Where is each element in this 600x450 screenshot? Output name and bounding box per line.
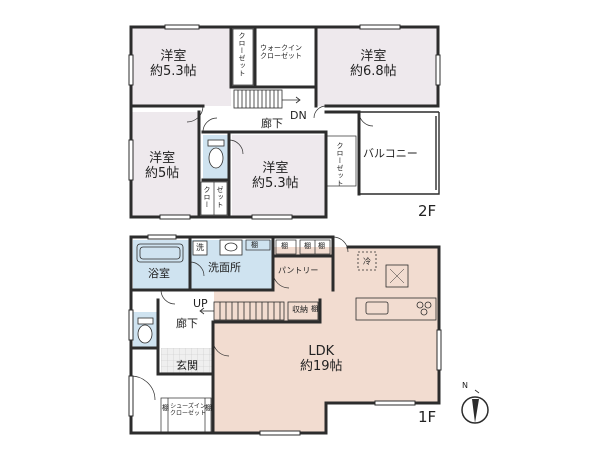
stair-up-label: UP bbox=[193, 297, 208, 310]
room-2f-ne-name: 洋室 bbox=[360, 49, 387, 64]
compass-icon bbox=[461, 389, 489, 424]
floor-2f bbox=[128, 24, 441, 220]
room-2f-c bbox=[232, 135, 326, 217]
room-2f-ne-size: 約6.8帖 bbox=[350, 63, 397, 79]
floor-2f-label: 2F bbox=[418, 202, 437, 220]
washer-label: 洗 bbox=[196, 243, 204, 252]
room-2f-nw-name: 洋室 bbox=[160, 49, 187, 64]
entrance-tile bbox=[161, 348, 213, 374]
washroom-label: 洗面所 bbox=[208, 261, 241, 274]
compass-n-label: N bbox=[462, 381, 468, 390]
closet-b-label: クローゼット bbox=[336, 142, 345, 187]
room-2f-w-size: 約5帖 bbox=[145, 165, 180, 181]
fridge-label: 冷 bbox=[363, 257, 371, 266]
ldk-name: LDK bbox=[308, 344, 335, 359]
room-2f-w bbox=[131, 112, 199, 217]
shelf-1-label: 棚 bbox=[251, 241, 258, 249]
shelf-3-label: 棚 bbox=[304, 242, 311, 250]
ldk-fill-low bbox=[214, 403, 326, 433]
room-2f-nw bbox=[131, 27, 231, 106]
storage-label: 収納 bbox=[292, 305, 308, 314]
shoes-label-2: クローゼット bbox=[170, 409, 207, 417]
shelf-6-label: 棚 bbox=[162, 404, 169, 412]
floor-1f bbox=[128, 234, 442, 436]
closet-c1-label: クロー bbox=[203, 186, 212, 209]
walkin-label: ウォークイン クローゼット bbox=[260, 44, 302, 60]
shelf-7-label: 棚 bbox=[205, 404, 212, 412]
closet-a-label: クローゼット bbox=[238, 32, 247, 77]
hall-1f-label: 廊下 bbox=[176, 317, 198, 330]
walkin-label-1: ウォークイン bbox=[260, 44, 302, 52]
room-2f-w-name: 洋室 bbox=[149, 151, 176, 166]
bath-fill bbox=[133, 240, 190, 290]
shelf-2-label: 棚 bbox=[281, 242, 288, 250]
walkin-closet bbox=[255, 27, 316, 87]
hall-2f-label: 廊下 bbox=[261, 117, 283, 130]
room-2f-w-label: 洋室 約5帖 bbox=[145, 151, 180, 182]
shoes-label-1: シューズイン bbox=[170, 403, 206, 410]
balcony-label: バルコニー bbox=[363, 147, 418, 160]
room-2f-c-name: 洋室 bbox=[262, 161, 289, 176]
room-2f-nw-label: 洋室 約5.3帖 bbox=[150, 49, 197, 80]
bath-label: 浴室 bbox=[148, 267, 170, 280]
ldk-label: LDK 約19帖 bbox=[300, 344, 343, 375]
stair-dn-label: DN bbox=[290, 109, 307, 122]
room-2f-c-size: 約5.3帖 bbox=[252, 175, 299, 191]
entrance-label: 玄関 bbox=[176, 359, 198, 372]
pantry-label: パントリー bbox=[278, 266, 319, 275]
shelf-4-label: 棚 bbox=[318, 242, 325, 250]
shoes-closet-label: シューズイン クローゼット bbox=[170, 403, 207, 418]
room-2f-c-label: 洋室 約5.3帖 bbox=[252, 161, 299, 192]
room-2f-nw-size: 約5.3帖 bbox=[150, 63, 197, 79]
floor-1f-label: 1F bbox=[418, 408, 437, 426]
ldk-size: 約19帖 bbox=[300, 358, 343, 374]
room-2f-ne bbox=[316, 27, 438, 106]
room-2f-ne-label: 洋室 約6.8帖 bbox=[350, 49, 397, 80]
closet-c2-label: ゼット bbox=[216, 186, 225, 209]
walkin-label-2: クローゼット bbox=[260, 52, 302, 61]
shelf-5-label: 棚 bbox=[311, 305, 318, 313]
